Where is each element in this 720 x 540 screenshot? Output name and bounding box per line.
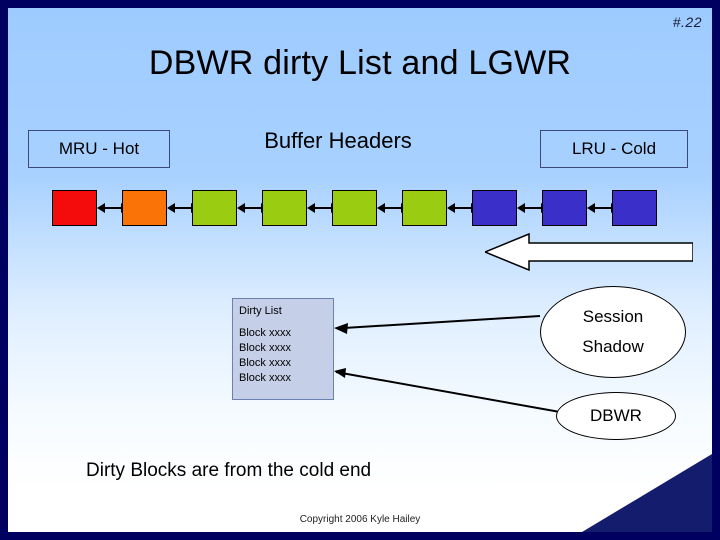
buffer-headers-label: Buffer Headers xyxy=(264,128,412,153)
session-shadow-oval: Session Shadow xyxy=(540,286,686,378)
buffer-header-block xyxy=(262,190,307,226)
buffer-header-block xyxy=(332,190,377,226)
buffer-header-block xyxy=(192,190,237,226)
slide-number: #.22 xyxy=(672,14,702,30)
frame-right-border xyxy=(712,0,720,540)
mru-hot-label-box: MRU - Hot xyxy=(28,130,170,168)
frame-top-border xyxy=(0,0,720,8)
buffer-header-chain xyxy=(40,190,700,230)
cold-end-direction-arrow xyxy=(485,232,693,272)
session-label: Session xyxy=(582,307,644,326)
chain-connector-arrow xyxy=(307,203,339,213)
lru-cold-label-box: LRU - Cold xyxy=(540,130,688,168)
dirty-list-row: Block xxxx xyxy=(239,342,291,354)
mru-hot-label: MRU - Hot xyxy=(58,139,140,158)
buffer-header-block xyxy=(52,190,97,226)
corner-triangle-decoration xyxy=(582,454,712,532)
chain-connector-arrow xyxy=(377,203,409,213)
buffer-header-block xyxy=(542,190,587,226)
dbwr-label: DBWR xyxy=(590,406,642,425)
chain-connector-arrow xyxy=(167,203,199,213)
chain-connector-arrow xyxy=(447,203,479,213)
chain-connector-arrow xyxy=(237,203,269,213)
slide-canvas xyxy=(8,8,712,532)
dirty-list-row: Block xxxx xyxy=(239,327,291,339)
dirty-list-title: Dirty List xyxy=(239,305,282,317)
frame-left-border xyxy=(0,0,8,540)
buffer-header-block xyxy=(612,190,657,226)
slide-caption: Dirty Blocks are from the cold end xyxy=(86,460,372,481)
chain-connector-arrow xyxy=(97,203,129,213)
page-title: DBWR dirty List and LGWR xyxy=(148,44,572,82)
buffer-header-block xyxy=(122,190,167,226)
copyright-notice: Copyright 2006 Kyle Hailey xyxy=(299,514,421,525)
chain-connector-arrow xyxy=(517,203,549,213)
buffer-header-block xyxy=(402,190,447,226)
frame-bottom-border xyxy=(0,532,720,540)
dirty-list-row: Block xxxx xyxy=(239,357,291,369)
lru-cold-label: LRU - Cold xyxy=(571,139,657,158)
shadow-label: Shadow xyxy=(582,337,644,356)
dirty-list-row: Block xxxx xyxy=(239,372,291,384)
buffer-header-block xyxy=(472,190,517,226)
chain-connector-arrow xyxy=(587,203,619,213)
dbwr-oval: DBWR xyxy=(556,392,676,440)
